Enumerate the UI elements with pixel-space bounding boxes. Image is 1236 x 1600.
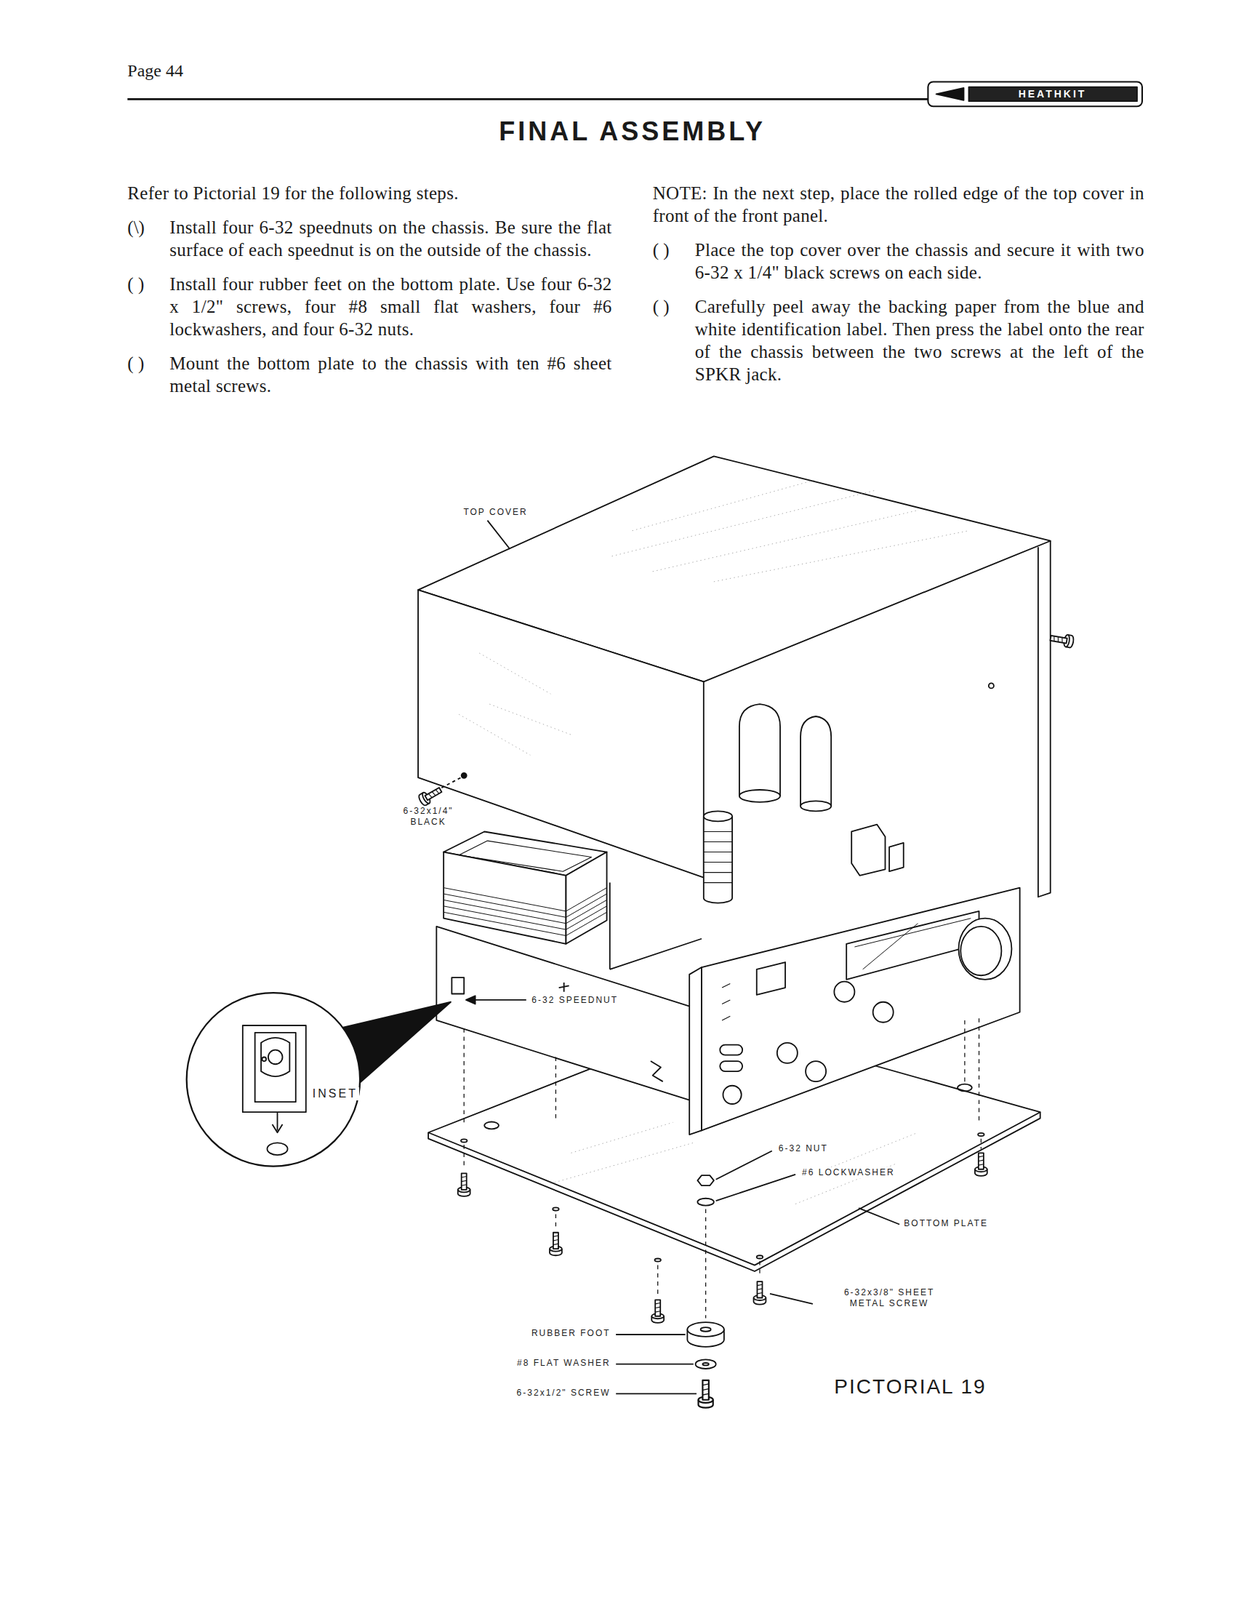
part-label: TOP COVER [461,506,529,518]
chassis [436,926,702,1104]
text-column: NOTE: In the next step, place the rolled… [652,181,1145,397]
instruction-step: Refer to Pictorial 19 for the following … [127,181,612,205]
check-box: ( ) [127,351,170,397]
instruction-text: Refer to Pictorial 19 for the following … [127,181,612,205]
part-label: BOTTOM PLATE [902,1217,990,1229]
part-label: #6 LOCKWASHER [800,1166,897,1178]
figure-caption: PICTORIAL 19 [833,1374,986,1399]
rubber-foot-stack [615,1321,725,1408]
instruction-text: NOTE: In the next step, place the rolled… [652,181,1145,227]
text-column: Refer to Pictorial 19 for the following … [127,181,612,409]
part-label: 6-32x1/2" SCREW [515,1387,613,1399]
check-box: ( ) [652,238,696,284]
inset-detail [186,992,451,1166]
part-label: 6-32x1/4" BLACK [393,805,464,828]
transformer [443,831,607,943]
top-cover [418,455,1051,897]
page-title: FINAL ASSEMBLY [498,116,766,147]
part-label: 6-32x3/8" SHEET METAL SCREW [823,1286,956,1309]
check-box: ( ) [127,272,170,341]
nut-lockwasher [697,1150,796,1206]
check-box: ( ) [652,295,696,386]
instruction-step: ( )Install four rubber feet on the botto… [127,272,612,341]
part-label: #8 FLAT WASHER [515,1357,612,1369]
leader-lines [466,995,900,1304]
part-label: 6-32 NUT [777,1142,830,1154]
instruction-step: ( )Mount the bottom plate to the chassis… [127,351,612,397]
sheet-metal-screw [458,1152,988,1323]
page-number: Page 44 [127,61,184,81]
alignment-lines [463,1017,981,1318]
brand-logo: HEATHKIT [1018,87,1087,100]
instruction-step: NOTE: In the next step, place the rolled… [652,181,1145,227]
instruction-text: Install four rubber feet on the bottom p… [169,272,612,341]
front-panel [689,887,1020,1135]
inset-label: INSET [311,1086,360,1101]
instruction-text: Carefully peel away the backing paper fr… [695,295,1145,386]
instruction-step: ( )Carefully peel away the backing paper… [652,295,1145,386]
instruction-text: Mount the bottom plate to the chassis wi… [169,351,612,397]
instruction-step: (\)Install four 6-32 speednuts on the ch… [127,215,612,262]
instruction-text: Place the top cover over the chassis and… [695,238,1145,284]
part-label: RUBBER FOOT [530,1327,613,1339]
check-box: (\) [127,215,170,262]
cover-screw [417,631,1074,807]
coil [703,810,733,903]
part-label: 6-32 SPEEDNUT [530,994,620,1006]
instruction-step: ( )Place the top cover over the chassis … [652,238,1145,284]
instruction-text: Install four 6-32 speednuts on the chass… [169,215,612,262]
brand-badge [927,82,1143,107]
